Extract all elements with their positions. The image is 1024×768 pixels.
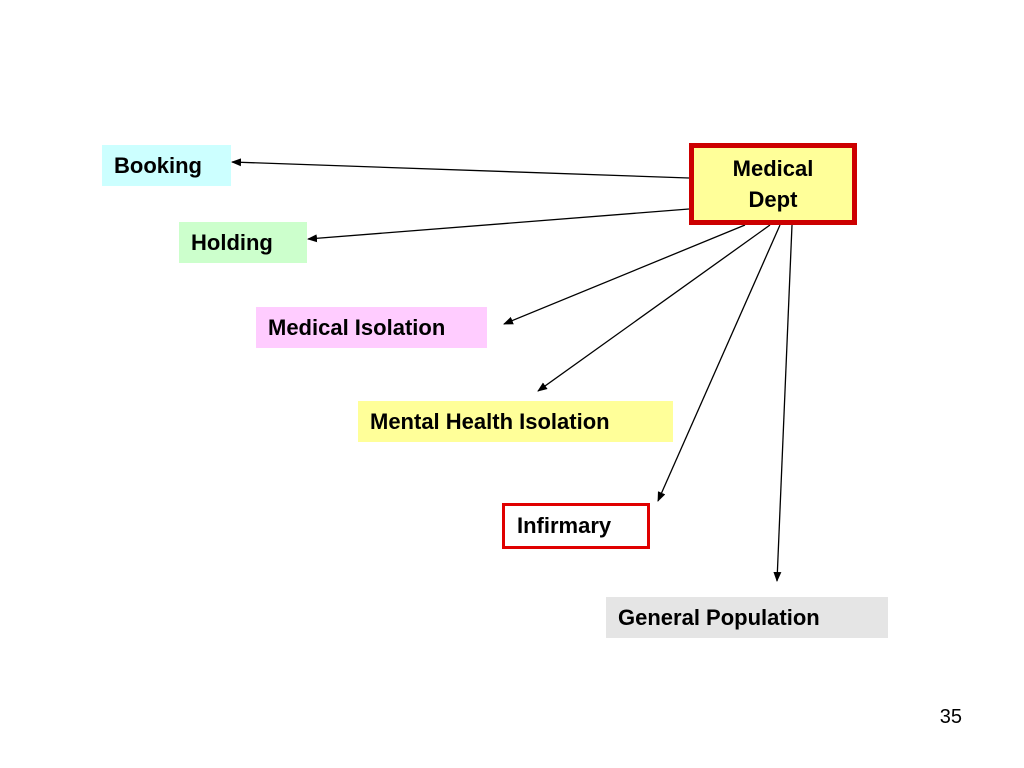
infirmary-box: Infirmary <box>502 503 650 549</box>
arrow-to-general-population <box>773 224 793 582</box>
booking-box: Booking <box>102 145 231 186</box>
general-population-label: General Population <box>618 604 820 630</box>
booking-label: Booking <box>114 152 202 178</box>
holding-box: Holding <box>179 222 307 263</box>
infirmary-label: Infirmary <box>517 513 612 538</box>
page-number: 35 <box>939 706 962 728</box>
arrow-to-holding <box>307 208 690 243</box>
medical-isolation-box: Medical Isolation <box>256 307 487 348</box>
arrow-to-medical-isolation <box>503 224 746 325</box>
medical-dept-label: Medical Dept <box>732 156 814 212</box>
arrow-to-mental-health-isolation <box>537 224 771 392</box>
medical-dept-box: Medical Dept <box>689 143 857 225</box>
mental-health-isolation-box: Mental Health Isolation <box>358 401 673 442</box>
arrow-to-booking <box>231 158 690 179</box>
medical-isolation-label: Medical Isolation <box>268 314 446 340</box>
arrow-to-infirmary <box>657 224 781 502</box>
mental-health-isolation-label: Mental Health Isolation <box>370 408 610 434</box>
holding-label: Holding <box>191 229 273 255</box>
general-population-box: General Population <box>606 597 888 638</box>
